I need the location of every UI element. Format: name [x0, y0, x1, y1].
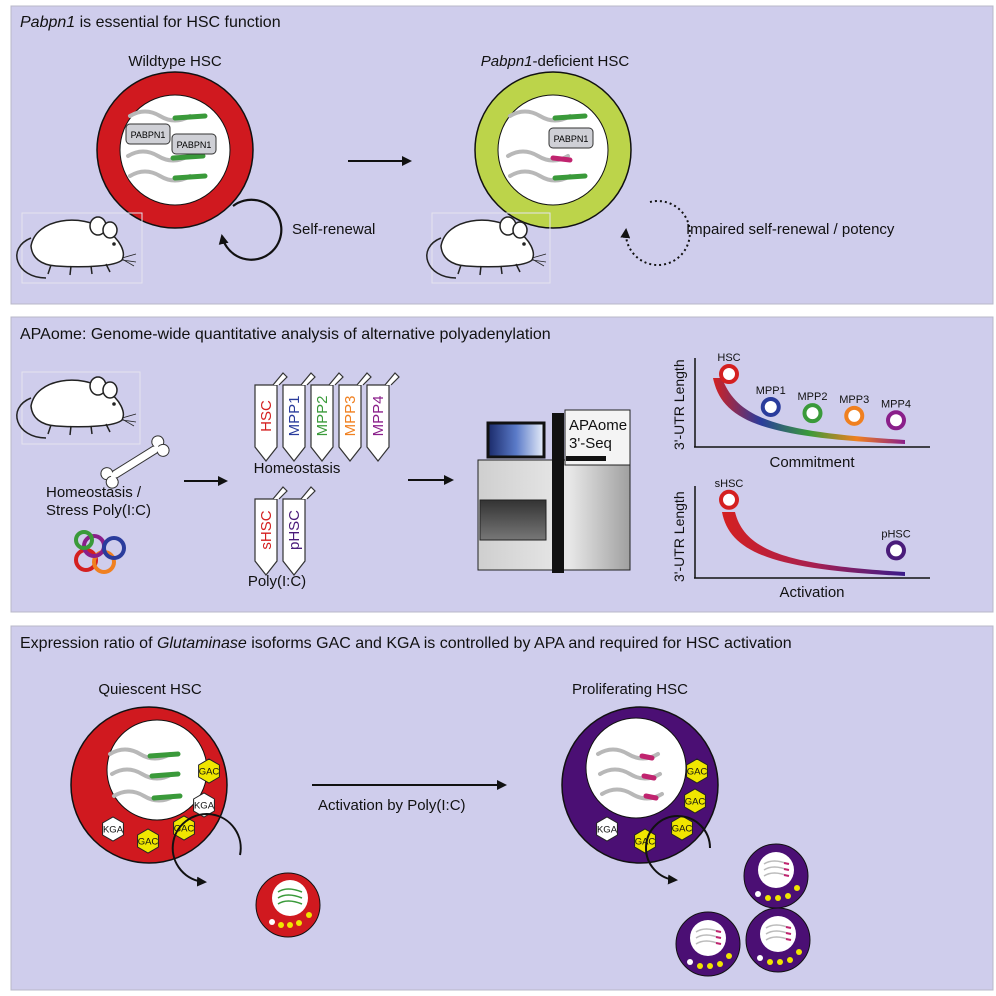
gac-hex-5-label: GAC: [685, 797, 706, 808]
panel3-title: Expression ratio of Glutaminase isoforms…: [20, 635, 792, 652]
proliferating-renewal-arrow-icon: [645, 815, 711, 885]
impaired-label: Impaired self-renewal / potency: [686, 221, 895, 238]
polyic-tube-0: sHSC: [254, 486, 288, 576]
wildtype-hsc-label: Wildtype HSC: [128, 53, 222, 70]
homeostasis-tube-4: MPP4: [366, 372, 400, 462]
small-cells-purple: [675, 843, 811, 977]
panel-pabpn1: Pabpn1 is essential for HSC function Wil…: [10, 5, 994, 305]
pabpn1-protein-3: PABPN1: [554, 134, 589, 144]
proliferating-label: Proliferating HSC: [572, 681, 688, 698]
homeostasis-tube-1: MPP1: [282, 372, 316, 462]
homeostasis-tubes: HSC MPP1 MPP2 MPP3 MPP4: [254, 372, 400, 462]
condition-line2: Stress Poly(I:C): [46, 502, 151, 519]
bone-icon: [100, 435, 170, 489]
gac-hex-5: GAC: [684, 788, 706, 814]
panel1-title: Pabpn1 is essential for HSC function: [20, 14, 281, 31]
activation-label: Activation by Poly(I:C): [318, 797, 466, 814]
sequencer-label-2: 3'-Seq: [569, 435, 612, 452]
chart1-curve: [713, 378, 905, 444]
quiescent-renewal-arrow-icon: [171, 813, 242, 887]
mouse-icon-2: [426, 212, 551, 284]
gac-hex-3: GAC: [137, 828, 159, 854]
activation-chart: 3'-UTR Length Activation sHSC pHSC: [671, 478, 930, 601]
gac-hex-7-label: GAC: [635, 837, 656, 848]
sequencer-label-1: APAome: [569, 417, 627, 434]
chart1-label-mpp1: MPP1: [756, 385, 786, 397]
condition-line1: Homeostasis /: [46, 484, 142, 501]
polyic-tubes: sHSC pHSC: [254, 486, 316, 576]
chart2-point-shsc: [719, 489, 739, 510]
quiescent-label: Quiescent HSC: [98, 681, 202, 698]
pabpn1-protein-1: PABPN1: [131, 130, 166, 140]
homeostasis-tube-label-4: MPP4: [370, 396, 387, 437]
impaired-renewal-arrow-icon: [620, 200, 691, 266]
sequencer-icon: APAome 3'-Seq: [477, 409, 631, 573]
deficient-hsc-label: Pabpn1-deficient HSC: [481, 53, 630, 70]
small-cell-red: [255, 872, 321, 938]
chart2-point-phsc: [886, 540, 906, 561]
gac-hex-1: GAC: [198, 758, 220, 784]
chart2-xlabel: Activation: [779, 584, 844, 601]
homeostasis-tube-label-0: HSC: [258, 400, 275, 432]
chart1-point-hsc: [719, 364, 739, 385]
homeostasis-tube-label-2: MPP2: [314, 396, 331, 437]
homeostasis-tube-0: HSC: [254, 372, 288, 462]
gac-hex-6-label: GAC: [672, 824, 693, 835]
chart1-point-mpp1: [760, 396, 781, 417]
wildtype-hsc-cell: PABPN1 PABPN1: [96, 71, 254, 229]
pabpn1-protein-2: PABPN1: [177, 140, 212, 150]
self-renewal-label: Self-renewal: [292, 221, 375, 238]
chart1-point-mpp3: [844, 405, 865, 426]
chart1-point-mpp2: [802, 403, 823, 424]
chart1-label-hsc: HSC: [717, 352, 740, 364]
panel-glutaminase: Expression ratio of Glutaminase isoforms…: [10, 625, 994, 991]
deficient-hsc-cell: PABPN1: [474, 71, 632, 229]
homeostasis-label: Homeostasis: [254, 460, 341, 477]
chart1-label-mpp2: MPP2: [798, 391, 828, 403]
kga-hex-3-label: KGA: [597, 825, 618, 836]
gac-hex-4: GAC: [686, 758, 708, 784]
homeostasis-tube-2: MPP2: [310, 372, 344, 462]
gac-hex-6: GAC: [671, 815, 693, 841]
mouse-icon-3: [16, 371, 141, 445]
panel2-title: APAome: Genome-wide quantitative analysi…: [20, 326, 551, 343]
kga-hex-2: KGA: [102, 816, 124, 842]
homeostasis-tube-3: MPP3: [338, 372, 372, 462]
gac-hex-7: GAC: [634, 828, 656, 854]
homeostasis-tube-label-3: MPP3: [342, 396, 359, 437]
gac-hex-1-label: GAC: [199, 767, 220, 778]
polyic-tube-1: pHSC: [282, 486, 316, 576]
homeostasis-tube-label-1: MPP1: [286, 396, 303, 437]
chart1-point-mpp4: [886, 410, 906, 431]
chart1-xlabel: Commitment: [769, 454, 855, 471]
self-renewal-arrow-icon: [218, 198, 283, 261]
chart2-label-phsc: pHSC: [881, 528, 910, 540]
cell-cluster-icon: [74, 530, 126, 574]
mouse-icon: [16, 212, 143, 284]
gac-hex-4-label: GAC: [687, 767, 708, 778]
chart2-curve: [722, 512, 905, 576]
panel-apaome: APAome: Genome-wide quantitative analysi…: [10, 316, 994, 613]
chart1-label-mpp4: MPP4: [881, 398, 911, 410]
kga-hex-2-label: KGA: [103, 825, 124, 836]
chart1-ylabel: 3'-UTR Length: [671, 359, 687, 450]
gac-hex-3-label: GAC: [138, 837, 159, 848]
chart2-label-shsc: sHSC: [715, 478, 744, 490]
polyic-label: Poly(I:C): [248, 573, 306, 590]
kga-hex-1: KGA: [193, 792, 215, 818]
polyic-tube-label-1: pHSC: [286, 510, 303, 550]
gac-hex-2: GAC: [173, 815, 195, 841]
gac-hex-2-label: GAC: [174, 824, 195, 835]
kga-hex-3: KGA: [596, 816, 618, 842]
chart1-label-mpp3: MPP3: [839, 394, 869, 406]
chart2-ylabel: 3'-UTR Length: [671, 491, 687, 582]
polyic-tube-label-0: sHSC: [258, 510, 275, 549]
kga-hex-1-label: KGA: [194, 801, 215, 812]
